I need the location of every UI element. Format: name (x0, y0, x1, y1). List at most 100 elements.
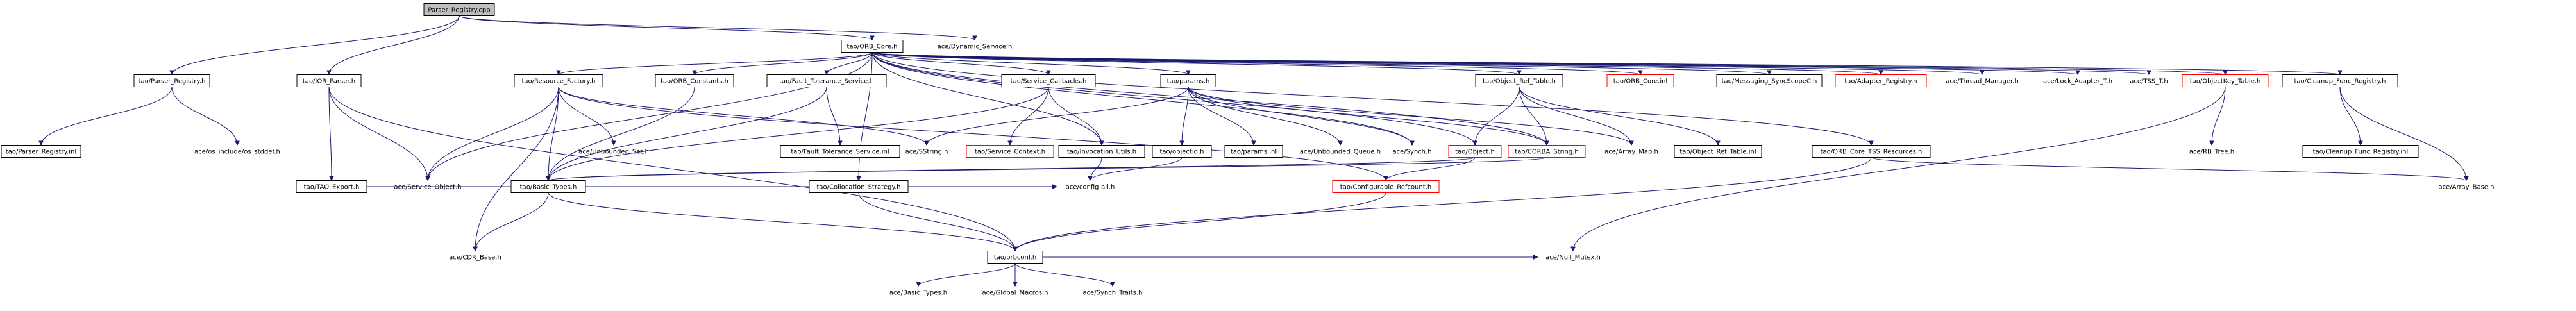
dependency-edge (826, 87, 840, 146)
node-box (514, 74, 603, 87)
node-label: tao/CORBA_String.h (1515, 149, 1578, 156)
node-label: ace/Array_Map.h (1604, 149, 1658, 156)
node-box (966, 145, 1054, 158)
node-tao-fault-tolerance-service-inl[interactable]: tao/Fault_Tolerance_Service.inl (780, 145, 900, 158)
dependency-edge (1519, 87, 1631, 146)
node-tao-orb-constants-h[interactable]: tao/ORB_Constants.h (655, 74, 734, 87)
dependency-edge (871, 52, 1547, 146)
edges-layer (41, 15, 2466, 287)
node-box (1058, 145, 1145, 158)
dependency-edge (1090, 157, 1102, 181)
dependency-edge (41, 87, 173, 146)
dependency-edge (1519, 87, 1718, 146)
node-tao-objectkey-table-h[interactable]: tao/ObjectKey_Table.h (2182, 74, 2269, 87)
node-label: tao/Object_Ref_Table.h (1483, 78, 1556, 85)
dependency-edge (871, 52, 2149, 75)
node-label: ace/Synch.h (1392, 149, 1431, 156)
node-tao-cleanup-func-registry-inl[interactable]: tao/Cleanup_Func_Registry.inl (2302, 145, 2419, 158)
dependency-edge (695, 52, 873, 75)
dependency-edge (475, 192, 549, 251)
node-tao-params-inl[interactable]: tao/params.inl (1224, 145, 1283, 158)
dependency-edge (558, 87, 1386, 181)
dependency-edge (1182, 87, 1189, 146)
dependency-edge (459, 15, 975, 40)
node-tao-orb-core-inl[interactable]: tao/ORB_Core.inl (1606, 74, 1674, 87)
dependency-edge (1188, 87, 1631, 146)
node-label: ace/Unbounded_Set.h (578, 149, 649, 156)
dependency-edge (1871, 157, 2466, 181)
node-label: tao/Cleanup_Func_Registry.inl (2313, 149, 2409, 156)
node-ace-tss-t-h: ace/TSS_T.h (2130, 78, 2168, 85)
node-label: tao/Object_Ref_Table.inl (1679, 149, 1756, 156)
node-tao-object-ref-table-h[interactable]: tao/Object_Ref_Table.h (1475, 74, 1563, 87)
node-ace-array-base-h: ace/Array_Base.h (2439, 184, 2495, 191)
node-label: tao/Resource_Factory.h (521, 78, 595, 85)
node-tao-objectid-h[interactable]: tao/objectid.h (1152, 145, 1212, 158)
node-tao-messaging-syncscopec-h[interactable]: tao/Messaging_SyncScopeC.h (1716, 74, 1823, 87)
dependency-edge (871, 52, 1519, 75)
node-label: ace/config-all.h (1066, 184, 1115, 191)
node-box (296, 180, 367, 193)
node-tao-object-ref-table-inl[interactable]: tao/Object_Ref_Table.inl (1674, 145, 1762, 158)
dependency-edge (172, 15, 460, 75)
node-label: tao/Object.h (1455, 149, 1495, 156)
node-label: tao/params.h (1167, 78, 1210, 85)
node-tao-invocation-utils-h[interactable]: tao/Invocation_Utils.h (1058, 145, 1145, 158)
node-tao-ior-parser-h[interactable]: tao/IOR_Parser.h (296, 74, 362, 87)
node-tao-basic-types-h[interactable]: tao/Basic_Types.h (510, 180, 586, 193)
dependency-edge (927, 87, 1189, 146)
dependency-edge (1188, 87, 1254, 146)
dependency-edge (871, 52, 1412, 146)
node-tao-service-callbacks-h[interactable]: tao/Service_Callbacks.h (1001, 74, 1096, 87)
node-tao-orb-core-h[interactable]: tao/ORB_Core.h (841, 40, 904, 53)
node-label: tao/Adapter_Registry.h (1844, 78, 1917, 85)
node-label: Parser_Registry.cpp (428, 7, 490, 14)
node-tao-object-h[interactable]: tao/Object.h (1448, 145, 1502, 158)
node-box (2302, 145, 2419, 158)
node-box (1835, 74, 1927, 87)
dependency-edge (871, 52, 2078, 75)
node-label: ace/os_include/os_stddef.h (194, 149, 280, 156)
dependency-edge (1015, 192, 1386, 251)
node-tao-cleanup-func-registry-h[interactable]: tao/Cleanup_Func_Registry.h (2282, 74, 2398, 87)
node-tao-tao-export-h[interactable]: tao/TAO_Export.h (296, 180, 367, 193)
node-box (766, 74, 887, 87)
node-tao-service-context-h[interactable]: tao/Service_Context.h (966, 145, 1054, 158)
dependency-edge (1188, 87, 1547, 146)
dependency-edge (1386, 157, 1476, 181)
dependency-edge (2339, 87, 2466, 181)
node-box (1812, 145, 1931, 158)
node-box (841, 40, 904, 53)
node-tao-parser-registry-inl[interactable]: tao/Parser_Registry.inl (1, 145, 81, 158)
node-box (1448, 145, 1502, 158)
node-tao-orb-core-tss-resources-h[interactable]: tao/ORB_Core_TSS_Resources.h (1812, 145, 1931, 158)
node-ace-dynamic-service-h: ace/Dynamic_Service.h (938, 44, 1013, 51)
dependency-edge (2339, 87, 2361, 146)
dependency-edge (171, 87, 237, 146)
node-label: tao/ObjectKey_Table.h (2190, 78, 2261, 85)
node-label: ace/Dynamic_Service.h (938, 44, 1013, 51)
dependency-edge (559, 52, 873, 75)
node-label: tao/Service_Context.h (975, 149, 1045, 156)
node-tao-orbconf-h[interactable]: tao/orbconf.h (987, 251, 1043, 264)
node-ace-os-include-os-stddef-h: ace/os_include/os_stddef.h (194, 149, 280, 156)
node-label: ace/RB_Tree.h (2189, 149, 2234, 156)
node-tao-params-h[interactable]: tao/params.h (1160, 74, 1216, 87)
node-parser-registry-cpp[interactable]: Parser_Registry.cpp (423, 3, 495, 16)
node-tao-parser-registry-h[interactable]: tao/Parser_Registry.h (133, 74, 210, 87)
node-ace-rb-tree-h: ace/RB_Tree.h (2189, 149, 2234, 156)
node-tao-configurable-refcount-h[interactable]: tao/Configurable_Refcount.h (1332, 180, 1440, 193)
dependency-edge (871, 52, 2340, 75)
node-tao-adapter-registry-h[interactable]: tao/Adapter_Registry.h (1835, 74, 1927, 87)
node-ace-unbounded-set-h: ace/Unbounded_Set.h (578, 149, 649, 156)
dependency-edge (918, 263, 1016, 287)
node-tao-resource-factory-h[interactable]: tao/Resource_Factory.h (514, 74, 603, 87)
node-tao-fault-tolerance-service-h[interactable]: tao/Fault_Tolerance_Service.h (766, 74, 887, 87)
node-ace-config-all-h: ace/config-all.h (1066, 184, 1115, 191)
dependency-edge (548, 157, 1476, 181)
dependency-edge (827, 52, 873, 75)
node-tao-collocation-strategy-h[interactable]: tao/Collocation_Strategy.h (809, 180, 909, 193)
node-tao-corba-string-h[interactable]: tao/CORBA_String.h (1508, 145, 1586, 158)
dependency-edge (871, 52, 1188, 75)
node-label: tao/ORB_Core.inl (1613, 78, 1667, 85)
